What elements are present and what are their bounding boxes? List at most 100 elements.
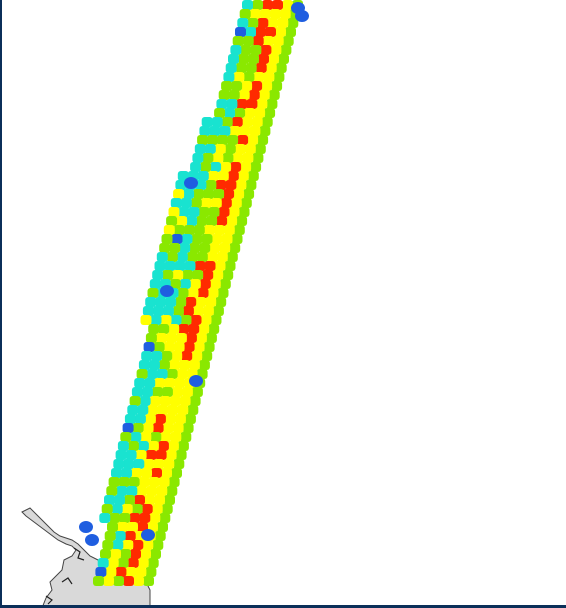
- data-cell-highlight: [189, 375, 203, 387]
- data-cell: [219, 126, 231, 136]
- data-cell: [144, 378, 156, 388]
- data-cell: [162, 270, 174, 280]
- data-cell: [224, 261, 236, 271]
- data-cell: [202, 306, 214, 316]
- data-cell: [214, 261, 226, 271]
- data-cell: [102, 540, 114, 550]
- data-cells-layer: [79, 0, 309, 586]
- data-cell: [211, 234, 223, 244]
- data-cell: [258, 90, 270, 100]
- data-cell: [131, 468, 142, 478]
- data-cell: [223, 72, 235, 82]
- data-cell: [201, 351, 213, 361]
- data-cell: [226, 216, 238, 226]
- data-cell: [189, 243, 201, 253]
- data-cell: [201, 117, 213, 127]
- data-cell: [222, 270, 234, 280]
- data-cell: [260, 45, 272, 55]
- data-cell: [183, 189, 195, 199]
- data-cell: [243, 72, 255, 82]
- data-cell: [209, 243, 221, 253]
- data-cell: [120, 549, 131, 559]
- data-cell: [97, 558, 109, 568]
- data-cell: [236, 99, 248, 109]
- data-cell: [207, 135, 219, 145]
- data-cell: [206, 216, 218, 226]
- data-cell: [277, 18, 289, 28]
- data-cell: [271, 81, 283, 91]
- data-cell: [261, 117, 273, 127]
- data-cell: [149, 396, 161, 406]
- data-cell: [161, 351, 173, 361]
- data-cell: [148, 324, 160, 334]
- data-cell: [193, 342, 205, 352]
- data-cell: [145, 567, 157, 577]
- data-cell: [252, 36, 264, 46]
- data-cell: [170, 315, 182, 325]
- data-cell: [141, 504, 153, 514]
- data-cell: [121, 468, 132, 478]
- data-cell: [136, 369, 148, 379]
- data-cell: [248, 54, 259, 64]
- data-cell: [130, 549, 141, 559]
- data-cell: [269, 9, 281, 19]
- data-cell: [131, 387, 143, 397]
- data-cell: [231, 117, 243, 127]
- data-cell: [119, 513, 131, 523]
- data-cell: [245, 63, 257, 73]
- data-cell: [173, 459, 185, 469]
- data-cell: [191, 351, 203, 361]
- data-cell: [257, 135, 269, 145]
- data-cell: [244, 144, 256, 154]
- data-cell: [249, 9, 261, 19]
- data-cell: [145, 297, 157, 307]
- data-cell: [239, 9, 251, 19]
- data-cell: [156, 486, 168, 496]
- data-cell: [270, 45, 282, 55]
- data-cell: [239, 126, 251, 136]
- data-cell: [205, 180, 217, 190]
- data-cell: [254, 144, 266, 154]
- data-cell: [197, 171, 209, 181]
- data-cell: [110, 549, 121, 559]
- data-cell: [198, 207, 210, 217]
- data-cell: [192, 153, 204, 163]
- data-cell: [188, 360, 200, 370]
- data-cell: [180, 432, 192, 442]
- data-cell: [130, 432, 142, 442]
- data-cell-highlight: [141, 529, 155, 541]
- data-cell: [258, 54, 269, 64]
- data-cell: [229, 243, 241, 253]
- data-cell: [173, 225, 185, 235]
- data-cell: [148, 477, 160, 487]
- data-cell: [178, 207, 190, 217]
- data-cell: [230, 198, 242, 208]
- data-cell: [147, 558, 159, 568]
- data-cell: [212, 306, 224, 316]
- data-cell: [192, 306, 204, 316]
- data-cell: [122, 423, 134, 433]
- data-cell: [228, 90, 240, 100]
- data-cell: [215, 180, 227, 190]
- data-cell: [181, 351, 193, 361]
- data-cell: [113, 576, 124, 586]
- data-cell: [157, 522, 168, 532]
- data-cell: [182, 423, 194, 433]
- data-cell: [229, 126, 241, 136]
- data-cell: [163, 225, 175, 235]
- data-cell: [155, 450, 167, 460]
- data-cell: [253, 72, 265, 82]
- data-cell: [164, 378, 176, 388]
- data-cell: [213, 189, 225, 199]
- data-cell: [282, 0, 293, 10]
- data-cell: [201, 234, 213, 244]
- data-cell: [101, 504, 113, 514]
- data-cell: [174, 414, 186, 424]
- data-cell: [235, 27, 246, 37]
- data-cell: [127, 558, 139, 568]
- data-cell: [131, 504, 143, 514]
- data-cell: [169, 279, 181, 289]
- data-cell: [134, 414, 146, 424]
- data-cell: [212, 153, 224, 163]
